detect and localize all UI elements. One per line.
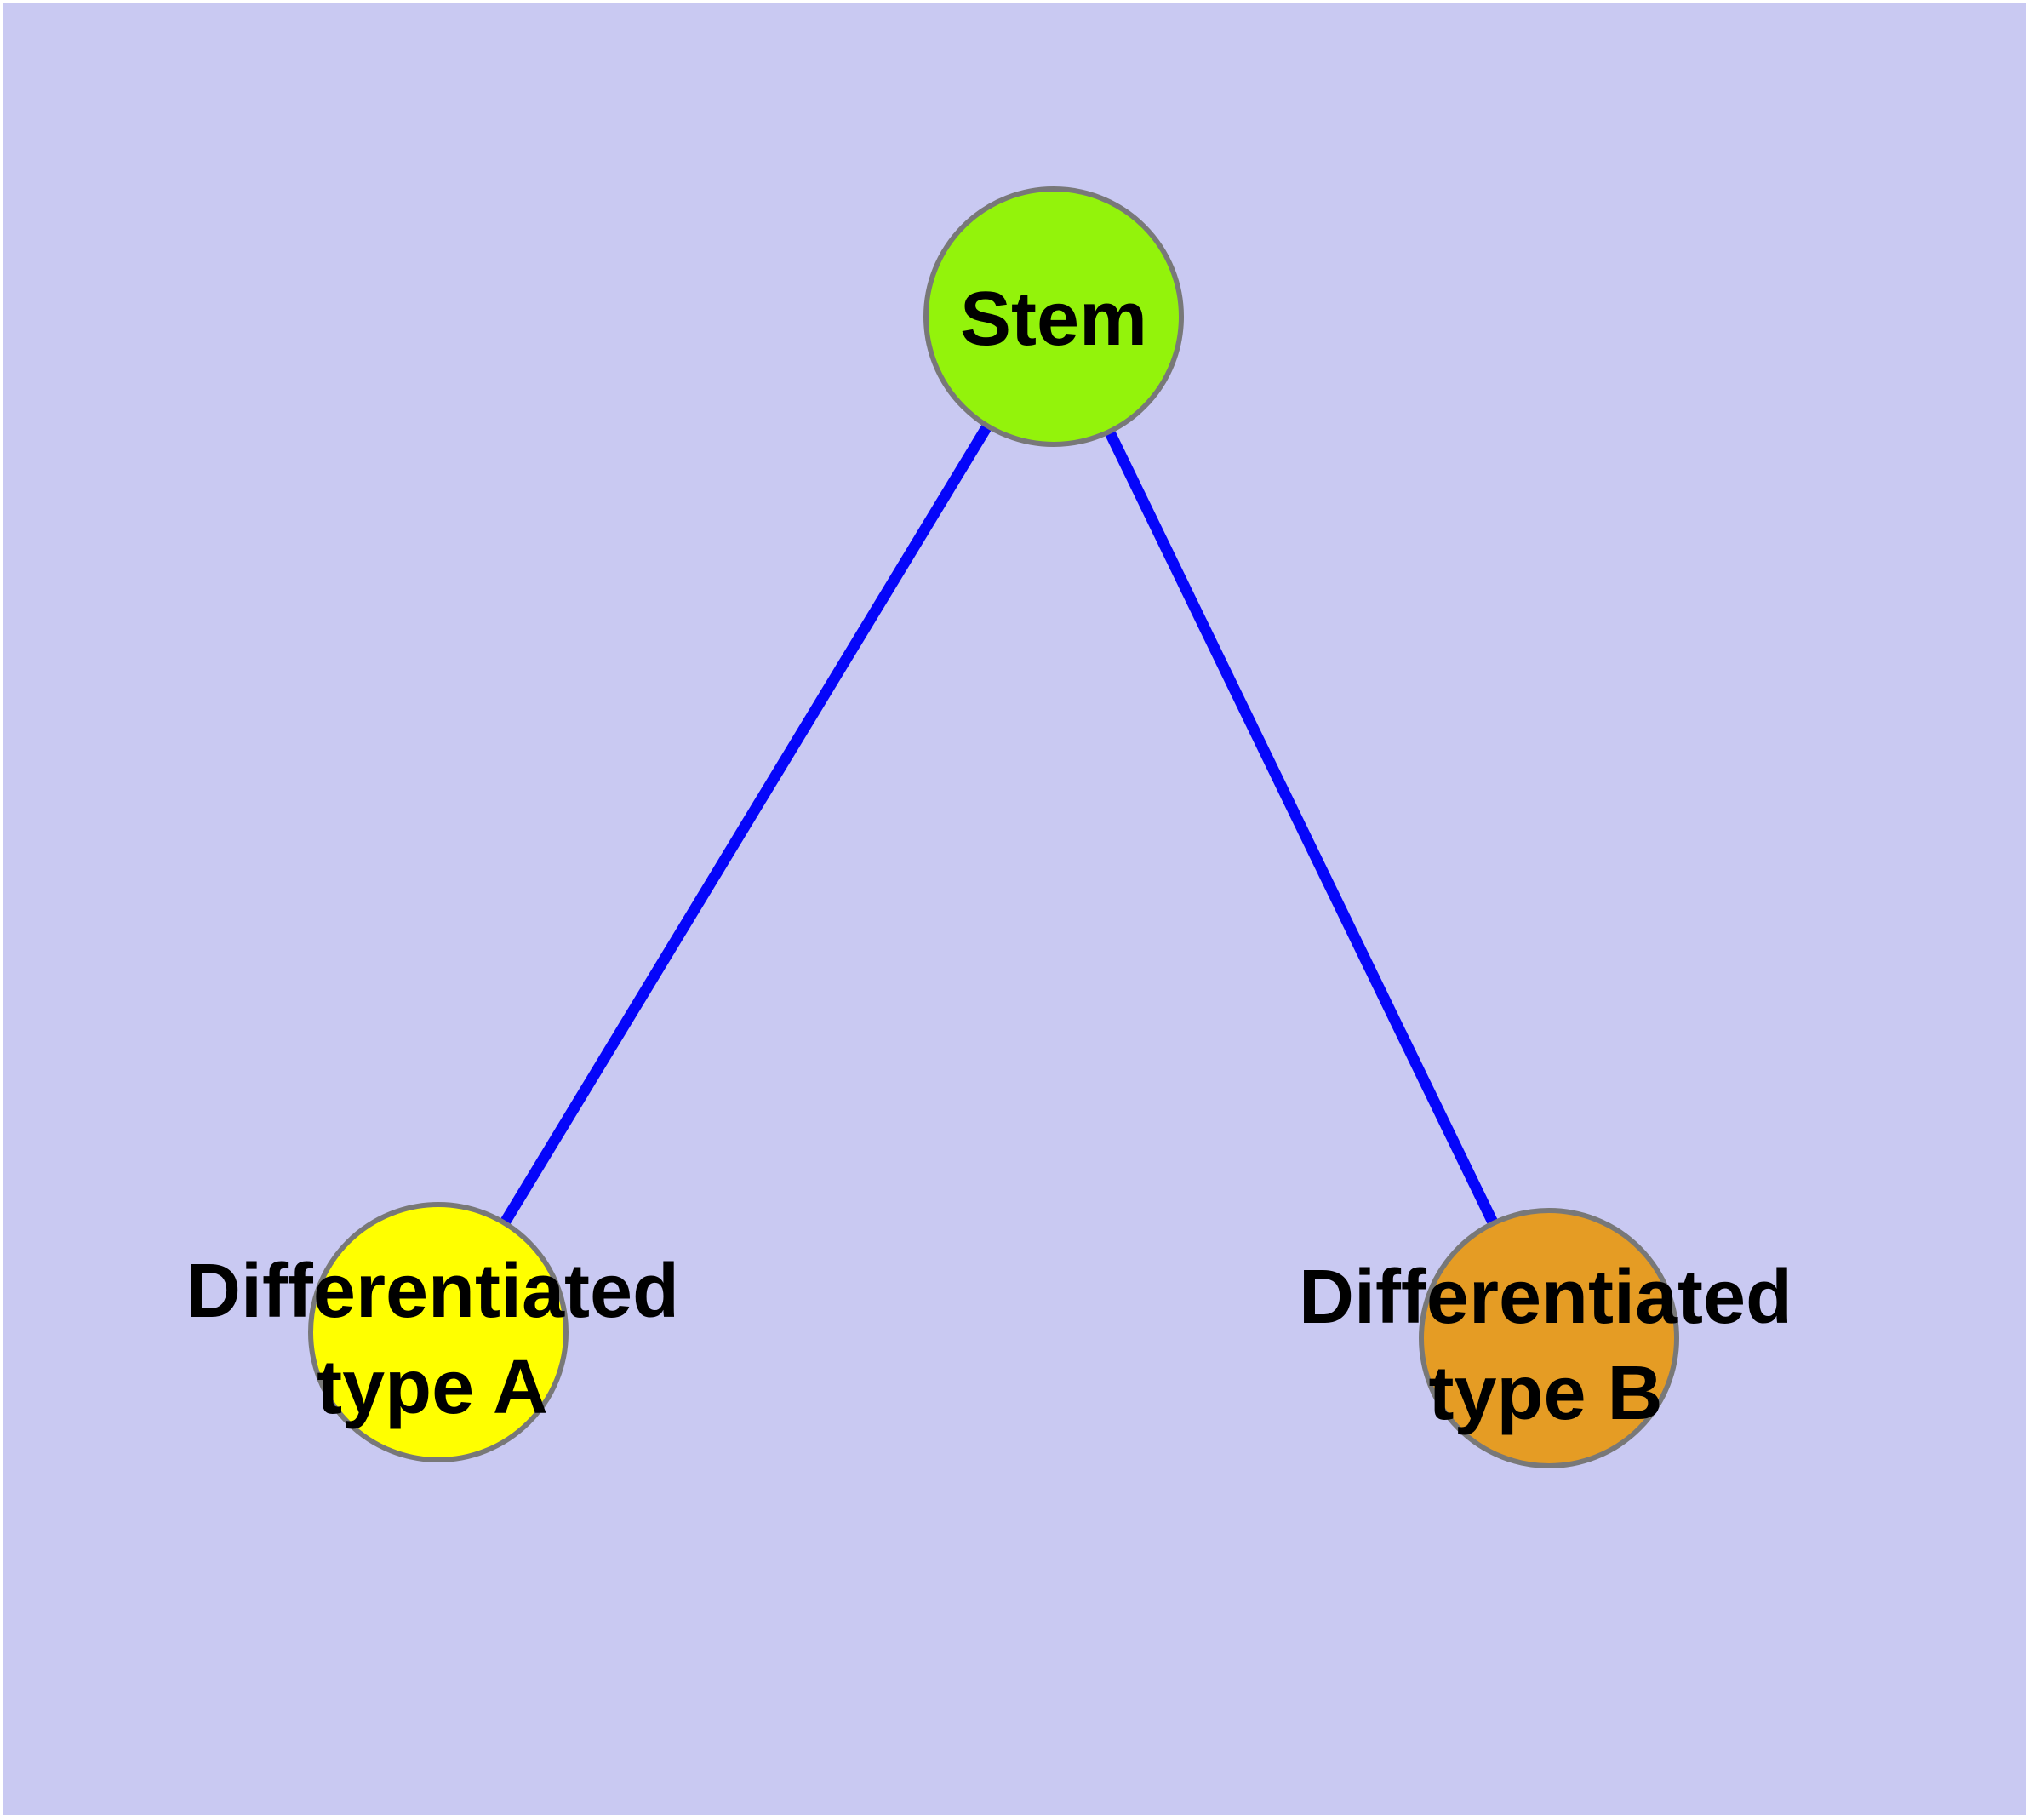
node-type-b-label-line2: type B xyxy=(1428,1351,1662,1436)
edge-stem-to-type-b xyxy=(1049,314,1554,1341)
node-differentiated-type-b xyxy=(1419,1208,1679,1468)
node-differentiated-type-a xyxy=(308,1202,569,1462)
node-type-b-label-line1: Differentiated xyxy=(1299,1255,1792,1340)
edge-stem-to-type-a xyxy=(433,313,1059,1336)
node-stem-label: Stem xyxy=(960,277,1147,362)
node-type-a-label-line2: type A xyxy=(317,1345,548,1430)
node-stem xyxy=(923,186,1184,447)
node-type-a-label-line1: Differentiated xyxy=(186,1249,679,1334)
